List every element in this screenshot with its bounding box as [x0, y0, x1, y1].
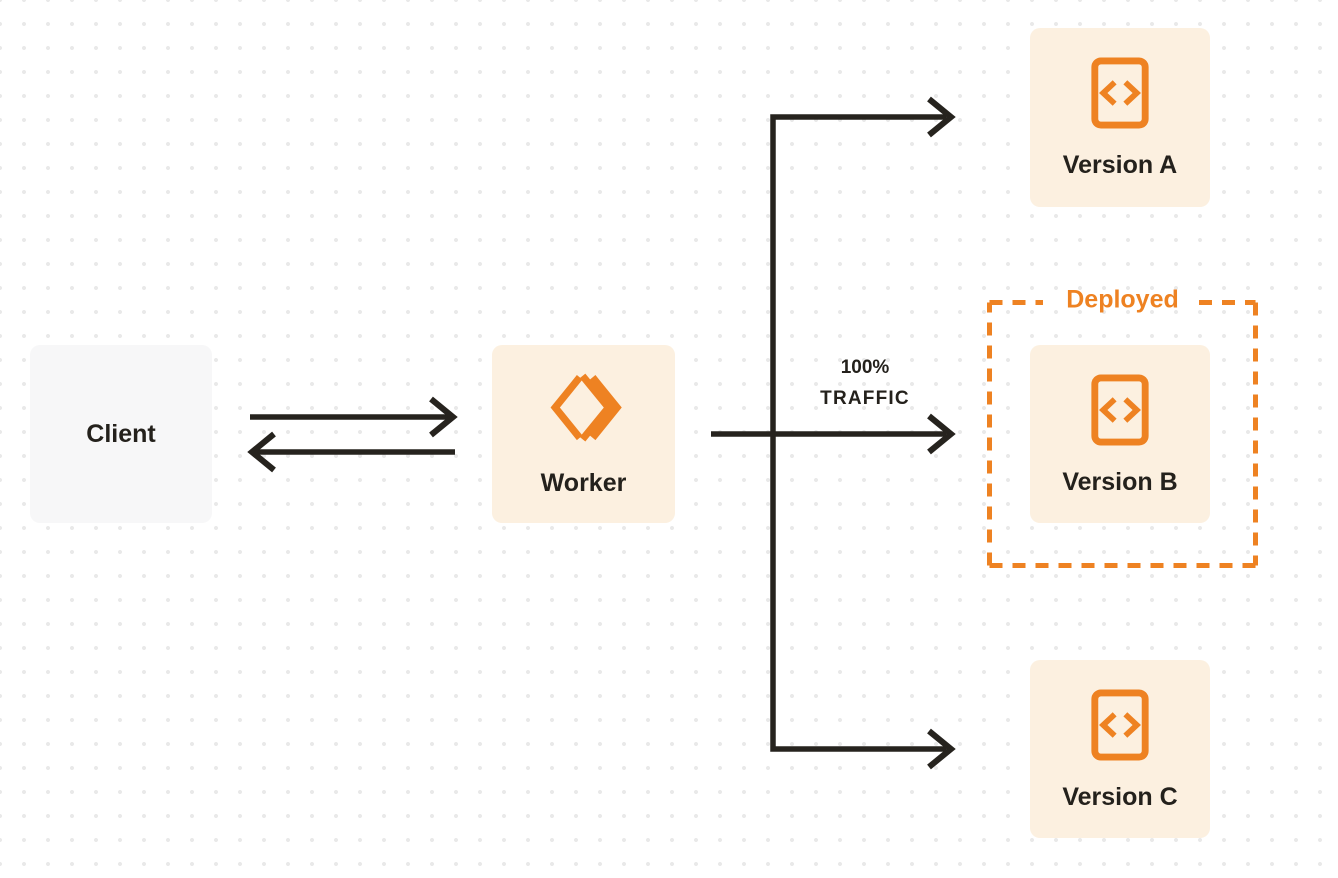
deployed-group: Deployed: [987, 286, 1258, 568]
code-file-icon: [1091, 689, 1149, 760]
node-client: Client: [30, 345, 212, 523]
version-a-label: Version A: [1062, 151, 1178, 179]
version-b-label: Version B: [1062, 467, 1178, 496]
code-file-icon: [1091, 57, 1149, 129]
traffic-edge-label: 100% TRAFFIC: [795, 352, 935, 414]
deployed-dashed-border: [987, 300, 1258, 568]
client-label: Client: [86, 419, 156, 448]
traffic-word-label: TRAFFIC: [820, 388, 910, 409]
deployed-group-label: Deployed: [1066, 285, 1179, 314]
node-worker: Worker: [492, 345, 675, 523]
node-version-c: Version C: [1030, 660, 1210, 838]
code-file-icon: [1091, 374, 1149, 445]
worker-label: Worker: [540, 468, 627, 497]
node-version-a: Version A: [1030, 28, 1210, 207]
node-version-b: Version B: [1030, 345, 1210, 523]
traffic-percent-label: 100%: [840, 357, 890, 378]
worker-icon: [550, 373, 622, 442]
version-c-label: Version C: [1062, 782, 1178, 811]
